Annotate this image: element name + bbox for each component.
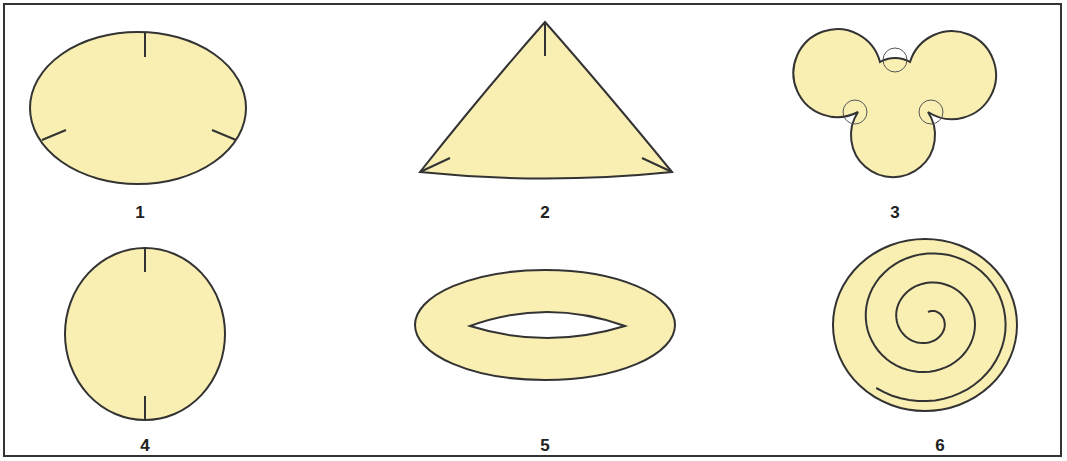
figure-number: 6 — [935, 437, 944, 454]
round-grain — [30, 32, 246, 184]
oval-grain — [65, 248, 225, 420]
frame — [4, 4, 1061, 456]
figure-number: 5 — [540, 437, 549, 454]
ring-grain — [415, 270, 675, 380]
spiral-grain — [833, 239, 1017, 411]
trilobed-grain — [793, 29, 996, 177]
figure-number: 3 — [890, 204, 899, 221]
spiral-groove — [866, 253, 1006, 401]
figure-number: 2 — [540, 204, 549, 221]
figure-number: 1 — [135, 204, 144, 221]
figure-number: 4 — [140, 437, 149, 454]
lens-opening — [470, 312, 625, 338]
triangular-grain — [420, 22, 672, 179]
